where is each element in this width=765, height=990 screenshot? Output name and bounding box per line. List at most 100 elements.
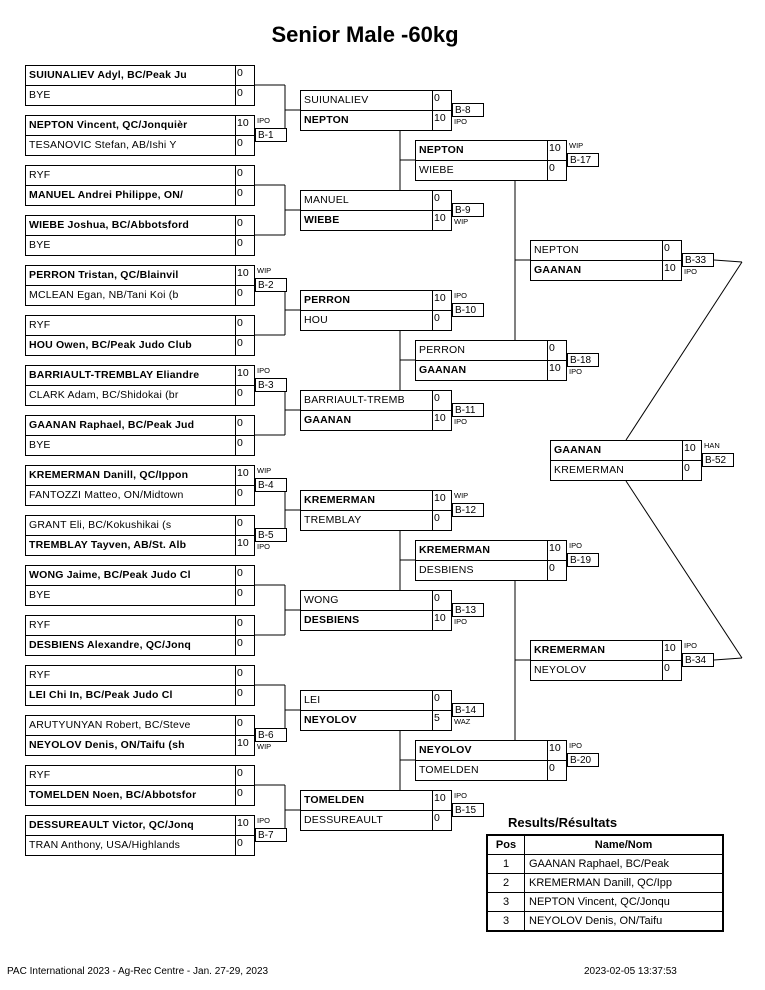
bout-number: B-20 xyxy=(567,753,599,767)
competitor-name: TOMELDEN xyxy=(419,764,479,776)
bout-number: B-13 xyxy=(452,603,484,617)
competitor-slot: NEYOLOV 0 xyxy=(531,661,681,681)
result-code: IPO xyxy=(684,267,697,276)
competitor-score: 10 xyxy=(432,611,451,631)
competitor-score: 10 xyxy=(682,441,701,460)
competitor-score: 0 xyxy=(235,566,254,585)
competitor-name: PERRON xyxy=(419,344,466,356)
bout-number: B-1 xyxy=(255,128,287,142)
competitor-score: 0 xyxy=(547,561,566,581)
competitor-score: 10 xyxy=(235,466,254,485)
competitor-name: NEYOLOV xyxy=(534,664,587,676)
competitor-name: BYE xyxy=(29,89,51,101)
competitor-name: KREMERMAN Danill, QC/Ippon xyxy=(29,469,189,481)
result-row: 3 NEYOLOV Denis, ON/Taifu xyxy=(486,911,724,932)
competitor-name: GAANAN xyxy=(419,364,467,376)
competitor-slot: DESBIENS 10 xyxy=(301,611,451,631)
competitor-score: 0 xyxy=(547,761,566,781)
page-title: Senior Male -60kg xyxy=(271,22,459,47)
competitor-score: 0 xyxy=(432,691,451,710)
competitor-name: DESBIENS xyxy=(304,614,360,626)
competitor-score: 10 xyxy=(432,111,451,131)
result-code: WIP xyxy=(257,466,272,475)
competitor-name: GAANAN xyxy=(534,264,582,276)
competitor-name: HOU xyxy=(304,314,328,326)
competitor-slot: HOU 0 xyxy=(301,311,451,331)
competitor-name: WIEBE xyxy=(304,214,340,226)
competitor-name: LEI xyxy=(304,694,321,706)
competitor-name: SUIUNALIEV Adyl, BC/Peak Ju xyxy=(29,69,187,81)
competitor-score: 0 xyxy=(235,336,254,356)
bout-number: B-12 xyxy=(452,503,484,517)
bout-number: B-33 xyxy=(682,253,714,267)
competitor-name: RYF xyxy=(29,769,51,781)
competitor-name: NEPTON xyxy=(304,114,349,126)
competitor-name: RYF xyxy=(29,319,51,331)
result-name: NEYOLOV Denis, ON/Taifu xyxy=(524,911,724,932)
pos-header: Pos xyxy=(486,834,525,855)
competitor-name: CLARK Adam, BC/Shidokai (br xyxy=(29,389,179,401)
result-row: 2 KREMERMAN Danill, QC/Ipp xyxy=(486,873,724,893)
competitor-score: 0 xyxy=(235,716,254,735)
competitor-name: TESANOVIC Stefan, AB/Ishi Y xyxy=(29,139,177,151)
competitor-score: 10 xyxy=(235,366,254,385)
competitor-score: 10 xyxy=(235,816,254,835)
bracket-line xyxy=(713,259,743,263)
competitor-name: GAANAN xyxy=(304,414,352,426)
competitor-score: 0 xyxy=(662,661,681,681)
competitor-score: 0 xyxy=(235,486,254,506)
bout-number: B-5 xyxy=(255,528,287,542)
competitor-name: BARRIAULT-TREMB xyxy=(304,394,405,406)
bout-number: B-19 xyxy=(567,553,599,567)
competitor-score: 0 xyxy=(432,311,451,331)
competitor-name: GAANAN Raphael, BC/Peak Jud xyxy=(29,419,195,431)
competitor-name: PERRON xyxy=(304,294,351,306)
competitor-score: 0 xyxy=(235,316,254,335)
competitor-name: TOMELDEN Noen, BC/Abbotsfor xyxy=(29,789,197,801)
bout-number: B-15 xyxy=(452,803,484,817)
competitor-score: 0 xyxy=(432,91,451,110)
competitor-score: 10 xyxy=(547,541,566,560)
competitor-score: 0 xyxy=(235,186,254,206)
competitor-name: WONG xyxy=(304,594,339,606)
competitor-score: 5 xyxy=(432,711,451,731)
bout-number: B-11 xyxy=(452,403,484,417)
competitor-score: 10 xyxy=(432,791,451,810)
competitor-name: TOMELDEN xyxy=(304,794,365,806)
result-code: HAN xyxy=(704,441,720,450)
competitor-score: 0 xyxy=(682,461,701,481)
result-code: IPO xyxy=(454,117,467,126)
competitor-name: NEPTON Vincent, QC/Jonquièr xyxy=(29,119,188,131)
bracket-line xyxy=(625,480,743,659)
result-name: NEPTON Vincent, QC/Jonqu xyxy=(524,892,724,912)
